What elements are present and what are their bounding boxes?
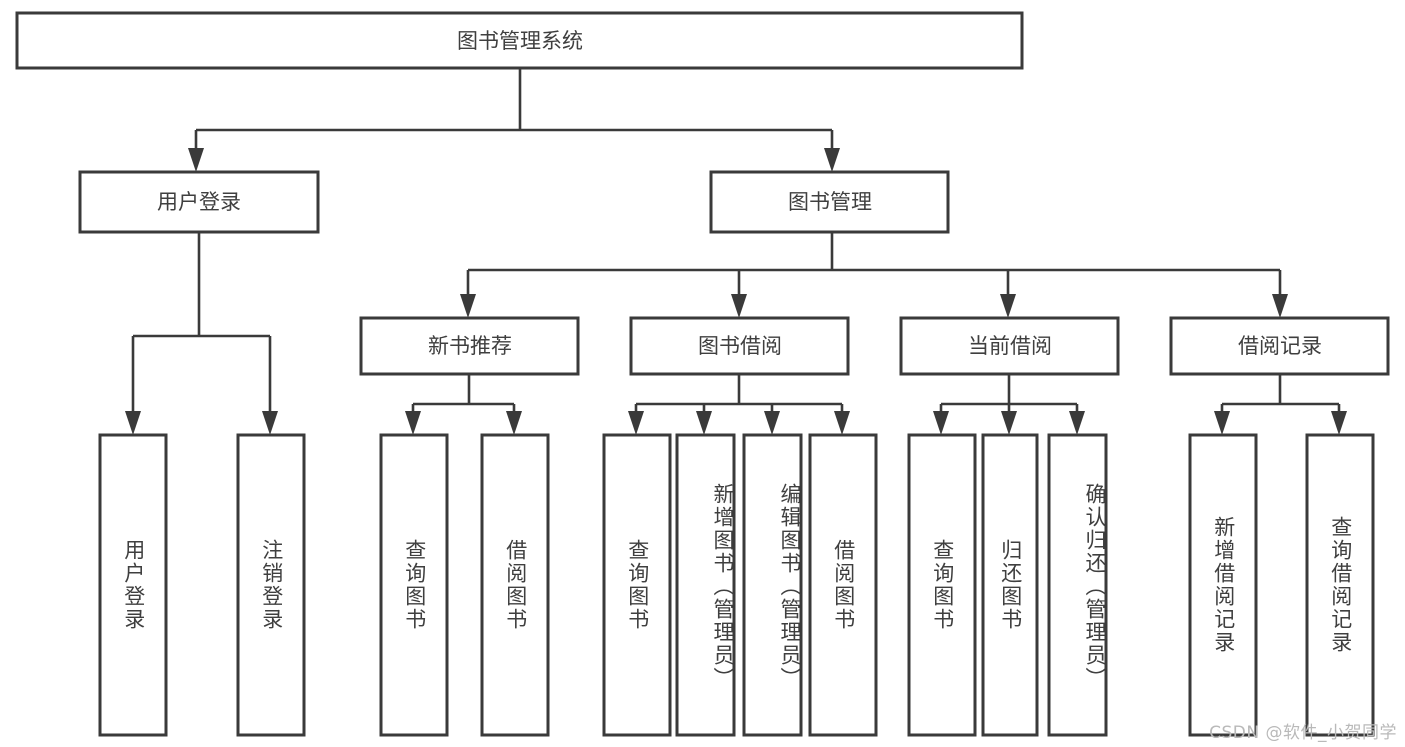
node-label-current-borrow: 当前借阅: [968, 334, 1052, 358]
connector-group-user-login: [125, 232, 278, 435]
connector-group-root: [188, 68, 840, 172]
node-label-borrow-record: 借阅记录: [1238, 334, 1322, 358]
arrowhead-leaf-confirm-return: [1069, 411, 1085, 435]
connector-group-new-book-recommend: [405, 374, 522, 435]
node-box-book-management[interactable]: [709, 170, 950, 234]
arrowhead-leaf-borrow-book-1: [506, 411, 522, 435]
node-label-user-login: 用户登录: [157, 190, 241, 214]
node-box-leaf-return-book[interactable]: [981, 433, 1039, 737]
node-box-new-book-recommend[interactable]: [359, 316, 580, 376]
arrowhead-leaf-return-book: [1001, 411, 1017, 435]
node-box-current-borrow[interactable]: [899, 316, 1120, 376]
arrowhead-user-login: [188, 148, 204, 172]
connector-group-borrow-record: [1214, 374, 1347, 435]
arrowhead-leaf-query-book-1: [405, 411, 421, 435]
arrowhead-borrow-record: [1272, 294, 1288, 318]
watermark-text: CSDN @软件_小贺同学: [1209, 723, 1397, 743]
arrowhead-leaf-edit-book: [764, 411, 780, 435]
connector-group-book-management: [460, 232, 1288, 318]
arrowhead-leaf-query-book-2: [628, 411, 644, 435]
connector-group-book-borrow: [628, 374, 850, 435]
connector-group-current-borrow: [933, 374, 1085, 435]
arrowhead-current-borrow: [1000, 294, 1016, 318]
node-box-leaf-user-logout[interactable]: [236, 433, 306, 737]
arrowhead-leaf-add-record: [1214, 411, 1230, 435]
node-box-leaf-borrow-book-1[interactable]: [480, 433, 550, 737]
arrowhead-leaf-query-book-3: [933, 411, 949, 435]
node-label-book-management: 图书管理: [788, 190, 872, 214]
arrowhead-leaf-add-book: [696, 411, 712, 435]
arrowhead-leaf-query-record: [1331, 411, 1347, 435]
node-box-leaf-edit-book[interactable]: [742, 433, 803, 737]
arrowhead-leaf-user-logout: [262, 411, 278, 435]
node-box-leaf-query-book-2[interactable]: [602, 433, 672, 737]
node-box-leaf-add-book[interactable]: [675, 433, 736, 737]
node-box-leaf-confirm-return[interactable]: [1047, 433, 1108, 737]
arrowhead-new-book-recommend: [460, 294, 476, 318]
node-box-user-login[interactable]: [78, 170, 320, 234]
node-box-leaf-user-login[interactable]: [98, 433, 168, 737]
node-box-leaf-query-book-3[interactable]: [907, 433, 977, 737]
arrowhead-leaf-borrow-book-2: [834, 411, 850, 435]
node-label-root: 图书管理系统: [457, 29, 583, 53]
node-label-new-book-recommend: 新书推荐: [428, 334, 512, 358]
arrowhead-book-management: [824, 148, 840, 172]
node-box-leaf-add-record[interactable]: [1188, 433, 1258, 737]
arrowhead-leaf-user-login: [125, 411, 141, 435]
node-box-book-borrow[interactable]: [629, 316, 850, 376]
node-box-borrow-record[interactable]: [1169, 316, 1390, 376]
node-box-leaf-query-book-1[interactable]: [379, 433, 449, 737]
node-label-book-borrow: 图书借阅: [698, 334, 782, 358]
node-box-root[interactable]: [15, 11, 1024, 70]
arrowhead-book-borrow: [731, 294, 747, 318]
node-box-leaf-query-record[interactable]: [1305, 433, 1375, 737]
node-box-leaf-borrow-book-2[interactable]: [808, 433, 878, 737]
